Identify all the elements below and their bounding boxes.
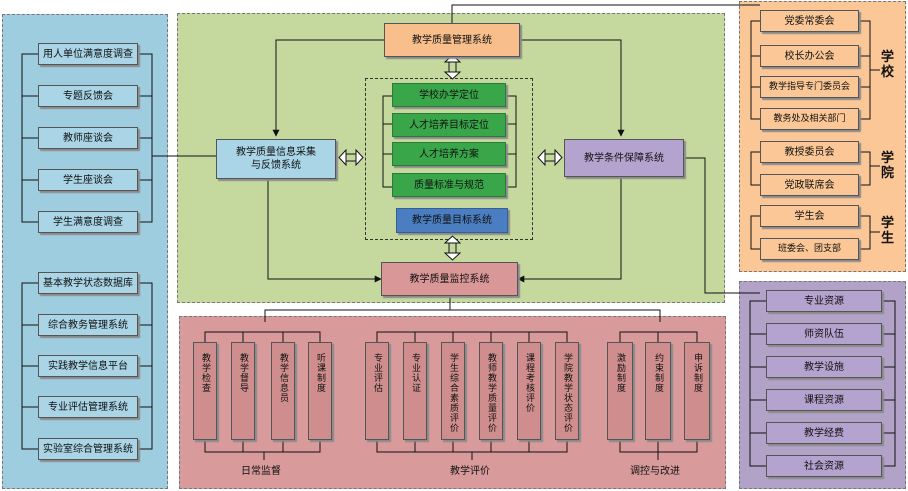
school-item: 党委常委会 xyxy=(760,10,859,32)
resource-item: 专业资源 xyxy=(766,290,882,312)
school-item: 教学指导专门委员会 xyxy=(760,76,859,98)
quality-target-box: 教学质量目标系统 xyxy=(396,208,508,233)
eval-item: 学生综合素质评价 xyxy=(441,342,465,440)
goal-item: 人才培养目标定位 xyxy=(392,113,506,137)
left-bottom-item: 专业评估管理系统 xyxy=(38,396,138,418)
left-bottom-item: 实验室综合管理系统 xyxy=(38,438,138,460)
college-item: 党政联席会 xyxy=(760,174,859,196)
student-item: 学生会 xyxy=(760,205,859,227)
left-bottom-item: 实践教学信息平台 xyxy=(38,355,138,377)
goal-item: 质量标准与规范 xyxy=(392,173,506,197)
left-bottom-item: 基本教学状态数据库 xyxy=(38,272,138,294)
goal-item: 学校办学定位 xyxy=(392,83,506,107)
resource-item: 社会资源 xyxy=(766,455,882,477)
daily-item: 听课制度 xyxy=(308,342,332,440)
resource-item: 课程资源 xyxy=(766,389,882,411)
ctrl-item: 约束制度 xyxy=(645,342,671,440)
daily-label: 日常监督 xyxy=(241,466,281,477)
eval-item: 教师教学质量评价 xyxy=(479,342,503,440)
eval-item: 课程考核评价 xyxy=(517,342,541,440)
school-item: 校长办公会 xyxy=(760,45,859,67)
college-label: 学院 xyxy=(881,151,895,181)
eval-item: 专业评估 xyxy=(365,342,389,440)
resource-item: 师资队伍 xyxy=(766,323,882,345)
college-item: 教授委员会 xyxy=(760,141,859,163)
left-top-item: 学生座谈会 xyxy=(38,169,138,191)
daily-item: 教学信息员 xyxy=(271,342,295,440)
student-item: 班委会、团支部 xyxy=(760,238,859,260)
left-top-item: 教师座谈会 xyxy=(38,127,138,149)
school-label: 学校 xyxy=(881,50,895,80)
eval-item: 学院教学状态评价 xyxy=(555,342,579,440)
daily-item: 教学检查 xyxy=(193,342,217,440)
left-top-item: 学生满意度调查 xyxy=(38,211,138,233)
eval-item: 专业认证 xyxy=(403,342,427,440)
resource-item: 教学经费 xyxy=(766,422,882,444)
info-feedback-label: 教学质量信息采集 与反馈系统 xyxy=(236,147,316,171)
student-label: 学生 xyxy=(881,216,895,246)
ctrl-item: 激励制度 xyxy=(607,342,633,440)
goal-item: 人才培养方案 xyxy=(392,142,506,166)
eval-label: 教学评价 xyxy=(450,466,490,477)
condition-guarantee-box: 教学条件保障系统 xyxy=(564,139,684,177)
left-bottom-item: 综合教务管理系统 xyxy=(38,314,138,336)
teaching-quality-management-box: 教学质量管理系统 xyxy=(384,23,520,57)
ctrl-label: 调控与改进 xyxy=(630,466,680,477)
info-feedback-box: 教学质量信息采集 与反馈系统 xyxy=(216,139,336,179)
school-item: 教务处及相关部门 xyxy=(760,108,859,130)
quality-monitor-box: 教学质量监控系统 xyxy=(381,262,518,296)
daily-item: 教学督导 xyxy=(231,342,255,440)
resource-item: 教学设施 xyxy=(766,356,882,378)
right-bottom-panel xyxy=(739,281,906,489)
ctrl-item: 申诉制度 xyxy=(684,342,710,440)
left-top-item: 用人单位满意度调查 xyxy=(38,43,138,65)
left-top-item: 专题反馈会 xyxy=(38,85,138,107)
